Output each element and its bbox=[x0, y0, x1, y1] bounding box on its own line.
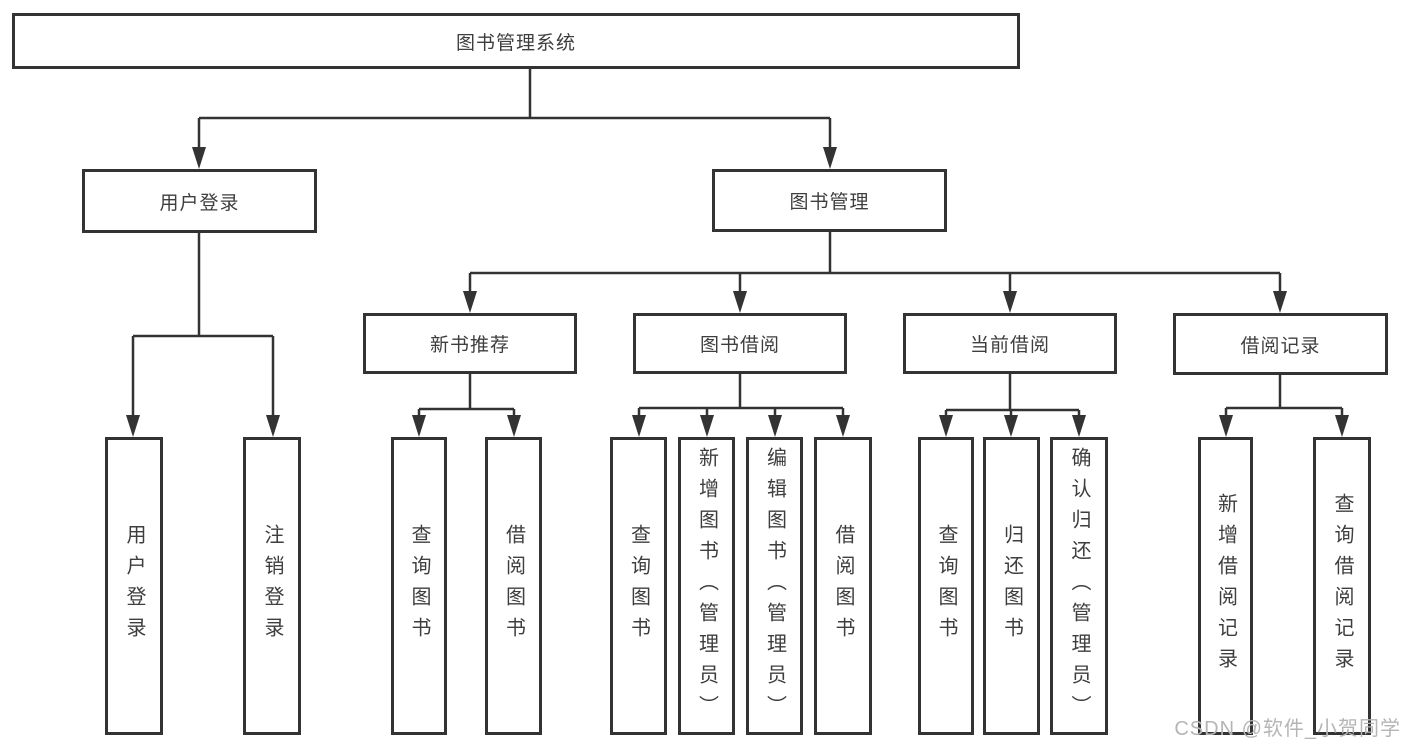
node-label: 新增借阅记录 bbox=[1214, 493, 1237, 679]
node-leaf-query-borrow-record: 查询借阅记录 bbox=[1313, 437, 1371, 735]
node-leaf-query-book-current: 查询图书 bbox=[918, 437, 974, 735]
node-label: 当前借阅 bbox=[969, 335, 1050, 356]
node-label: 图书管理系统 bbox=[455, 32, 576, 54]
node-leaf-logout-login: 注销登录 bbox=[243, 437, 301, 735]
node-current-borrow: 当前借阅 bbox=[903, 313, 1117, 374]
node-label: 归还图书 bbox=[1000, 524, 1023, 648]
node-label: 借阅图书 bbox=[502, 524, 525, 648]
node-leaf-query-book-recommend: 查询图书 bbox=[391, 437, 447, 735]
node-leaf-edit-book-admin: 编辑图书（管理员） bbox=[746, 437, 803, 735]
node-book-management: 图书管理 bbox=[712, 169, 947, 232]
node-label: 用户登录 bbox=[159, 192, 240, 214]
node-borrow-records: 借阅记录 bbox=[1173, 313, 1388, 375]
node-leaf-add-borrow-record: 新增借阅记录 bbox=[1198, 437, 1253, 735]
node-leaf-borrow-book-recommend: 借阅图书 bbox=[485, 437, 542, 735]
node-leaf-user-login: 用户登录 bbox=[105, 437, 163, 735]
node-label: 编辑图书（管理员） bbox=[763, 446, 786, 726]
node-label: 新增图书（管理员） bbox=[695, 446, 718, 726]
node-label: 注销登录 bbox=[261, 524, 283, 648]
node-label: 用户登录 bbox=[123, 524, 145, 648]
arrowhead-icons bbox=[126, 147, 1349, 437]
node-leaf-add-book-admin: 新增图书（管理员） bbox=[678, 437, 735, 735]
node-label: 图书管理 bbox=[789, 192, 870, 213]
node-root-library-management-system: 图书管理系统 bbox=[12, 13, 1020, 69]
node-leaf-borrow-book: 借阅图书 bbox=[814, 437, 872, 735]
node-book-borrow: 图书借阅 bbox=[633, 313, 847, 374]
node-label: 借阅记录 bbox=[1240, 335, 1321, 357]
node-label: 查询借阅记录 bbox=[1331, 493, 1353, 679]
node-new-book-recommend: 新书推荐 bbox=[363, 313, 577, 374]
node-label: 借阅图书 bbox=[832, 524, 854, 648]
node-label: 图书借阅 bbox=[699, 335, 780, 356]
node-label: 新书推荐 bbox=[429, 335, 510, 356]
node-label: 查询图书 bbox=[627, 524, 650, 648]
node-user-login: 用户登录 bbox=[82, 169, 317, 233]
node-label: 查询图书 bbox=[408, 524, 430, 648]
node-leaf-query-book-borrow: 查询图书 bbox=[610, 437, 667, 735]
node-label: 查询图书 bbox=[935, 524, 957, 648]
node-leaf-confirm-return-admin: 确认归还（管理员） bbox=[1050, 437, 1108, 735]
node-label: 确认归还（管理员） bbox=[1068, 446, 1090, 726]
node-leaf-return-book: 归还图书 bbox=[983, 437, 1040, 735]
